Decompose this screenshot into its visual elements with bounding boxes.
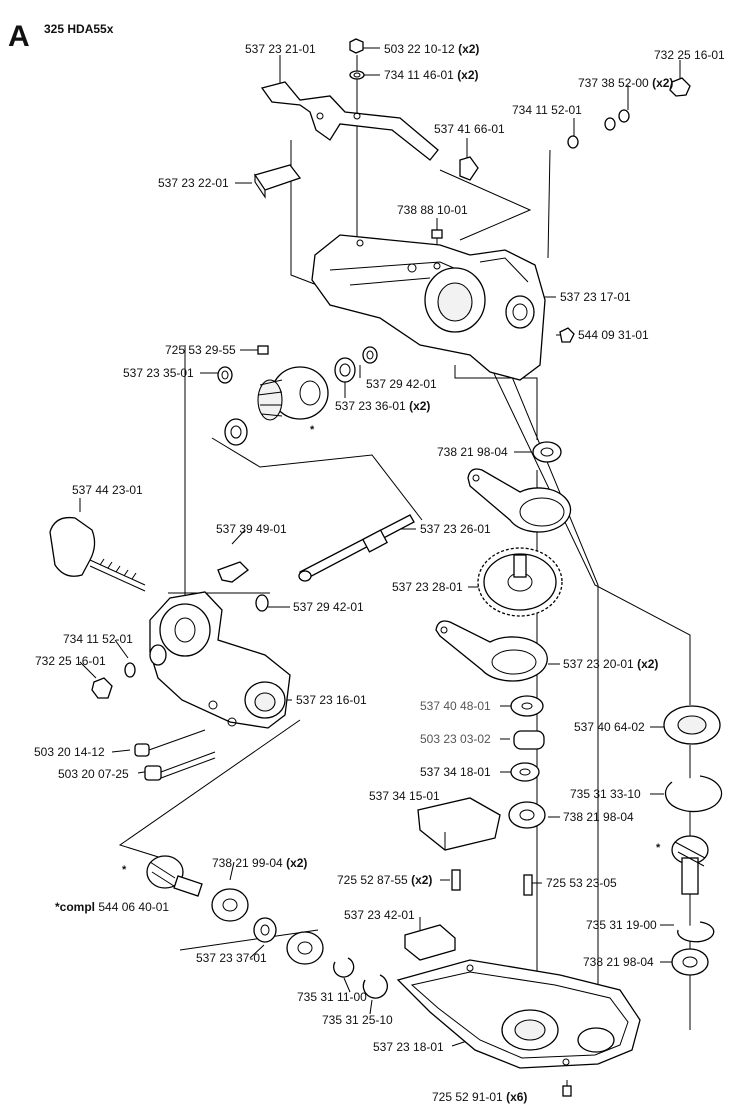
part-label: 732 25 16-01 (35, 654, 106, 668)
part-label: 725 53 23-05 (546, 876, 617, 890)
part-label: 503 20 07-25 (58, 767, 129, 781)
part-label: 537 40 64-02 (574, 720, 645, 734)
screw-725-53-29 (248, 345, 269, 355)
left-nut-washer (91, 662, 136, 699)
bottom-housing (396, 959, 641, 1069)
pad-part (253, 164, 302, 199)
part-label: 537 23 18-01 (373, 1040, 444, 1054)
part-label: 725 52 91-01 (x6) (432, 1090, 528, 1104)
part-label: 737 38 52-00 (x2) (578, 76, 674, 90)
part-label: 537 23 20-01 (x2) (563, 657, 659, 671)
part-label: 537 23 26-01 (420, 522, 491, 536)
bevel-gear-center (257, 366, 329, 421)
circlip-735-31-33 (664, 775, 723, 813)
bottom-screw (562, 1085, 572, 1097)
part-label: 537 41 66-01 (434, 122, 505, 136)
part-label: 503 20 14-12 (34, 745, 105, 759)
part-label: 725 52 87-55 (x2) (337, 873, 433, 887)
top-bracket-part (260, 81, 439, 161)
center-column-parts (508, 695, 546, 896)
part-label: 537 34 18-01 (420, 765, 491, 779)
left-gear-housing (149, 591, 291, 729)
gear-housing-part (311, 234, 546, 381)
section-letter: A (8, 20, 30, 53)
part-label: 735 31 11-00 (297, 990, 367, 1004)
part-label: 734 11 52-01 (63, 632, 133, 646)
part-label: 537 23 28-01 (392, 580, 463, 594)
part-label: 734 11 52-01 (512, 103, 582, 117)
block-537-23-42 (404, 924, 456, 961)
part-label: 738 21 98-04 (583, 955, 654, 969)
leader-lines (79, 47, 691, 1094)
part-label: 734 11 46-01 (x2) (384, 68, 479, 82)
bracket-537-34-15 (417, 797, 501, 891)
part-label: 537 23 16-01 (296, 693, 367, 707)
circlip-735-31-19 (677, 921, 715, 943)
part-label: 537 40 48-01 (420, 699, 491, 713)
part-label: 735 31 19-00 (586, 918, 657, 932)
part-label: 537 39 49-01 (216, 522, 287, 536)
part-label: 738 88 10-01 (397, 203, 468, 217)
part-label: 537 23 42-01 (344, 908, 415, 922)
part-label: 537 23 22-01 (158, 176, 229, 190)
top-nut-washer (349, 38, 365, 80)
bearings-lower-left (211, 888, 388, 999)
washer-738-21-98-top (532, 441, 562, 463)
part-label: 732 25 16-01 (654, 48, 725, 62)
pinion-right (671, 835, 709, 895)
model-title: 325 HDA55x (44, 22, 114, 36)
bushings-537-23-36 (224, 346, 378, 446)
shaft-537-23-26 (298, 514, 415, 582)
lever-plate-top (467, 468, 572, 533)
bearing-738-right (671, 948, 709, 976)
part-label: 537 23 17-01 (560, 290, 631, 304)
part-label: 537 29 42-01 (366, 377, 437, 391)
part-label: 738 21 99-04 (x2) (212, 856, 308, 870)
star-mark: * (122, 864, 127, 876)
part-label: 503 22 10-12 (x2) (384, 42, 480, 56)
star-mark: * (310, 424, 315, 436)
part-label: 537 23 21-01 (245, 42, 316, 56)
part-label: 738 21 98-04 (563, 810, 634, 824)
part-label: 735 31 33-10 (570, 787, 641, 801)
right-top-fasteners (459, 77, 691, 181)
nut-544 (559, 327, 575, 343)
pinion-left (146, 855, 203, 897)
part-label: *compl 544 06 40-01 (55, 900, 170, 914)
part-label: 544 09 31-01 (578, 328, 649, 342)
part-label: 725 53 29-55 (165, 343, 236, 357)
part-label: 738 21 98-04 (437, 445, 508, 459)
part-label: 537 23 37-01 (196, 951, 267, 965)
bearing-537-40-64 (663, 705, 721, 745)
left-screws (134, 729, 216, 781)
pad-537-39-49 (217, 561, 249, 583)
part-label: 503 23 03-02 (420, 732, 491, 746)
lever-plate-bottom (435, 620, 548, 682)
part-label: 735 31 25-10 (322, 1013, 393, 1027)
handle-knob (49, 516, 146, 592)
part-label: 537 23 36-01 (x2) (335, 399, 431, 413)
star-mark: * (656, 842, 661, 854)
washer-537-29-42 (255, 594, 269, 612)
part-label: 537 29 42-01 (293, 600, 364, 614)
part-label: 537 44 23-01 (72, 483, 143, 497)
spur-gear (477, 547, 563, 617)
part-label: 537 34 15-01 (369, 789, 440, 803)
bushing-537-23-35 (217, 366, 233, 384)
part-label: 537 23 35-01 (123, 366, 194, 380)
